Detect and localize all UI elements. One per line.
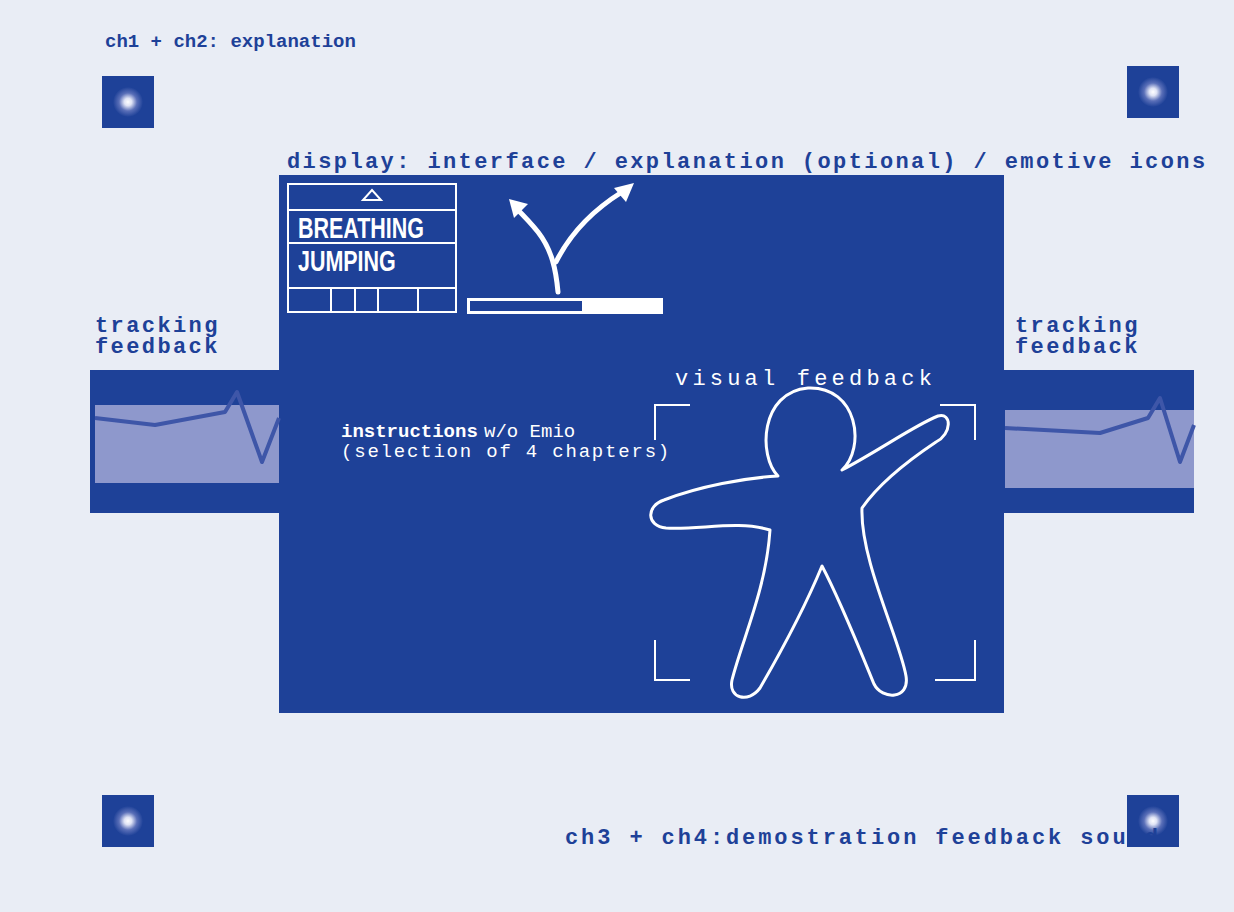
tracking-graph xyxy=(1005,398,1194,488)
tracking-band: tracking feedback xyxy=(1004,370,1194,513)
arrow-head xyxy=(509,199,528,218)
menu-item: BREATHING xyxy=(298,213,424,243)
band-heading: tracking feedback xyxy=(1015,316,1165,358)
corner-bracket xyxy=(655,405,975,680)
fork-arrow xyxy=(516,192,622,292)
feedback-label: visual feedback xyxy=(675,367,936,392)
display-heading: display: interface / explanation (option… xyxy=(287,151,1208,175)
tracking-graph xyxy=(95,392,279,483)
instruction-label: instructions xyxy=(341,421,478,443)
speaker-symbol xyxy=(102,795,154,847)
instruction-label: w/o Emio xyxy=(484,421,575,443)
tracking-band: tracking feedback xyxy=(90,370,280,513)
speaker-symbol xyxy=(102,76,154,128)
channel-label: ch3 + ch4:demostration feedback sounds xyxy=(565,826,1177,851)
body-figure xyxy=(651,388,949,697)
arrow-head xyxy=(614,183,634,202)
channel-label: ch1 + ch2: explanation xyxy=(105,31,356,53)
band-heading: tracking feedback xyxy=(95,316,245,358)
progress-bar xyxy=(467,298,663,314)
menu-box: BREATHINGJUMPING xyxy=(287,183,457,313)
menu-item: JUMPING xyxy=(298,246,396,276)
speaker-symbol xyxy=(1127,66,1179,118)
instruction-label: (selection of 4 chapters) xyxy=(341,441,671,463)
